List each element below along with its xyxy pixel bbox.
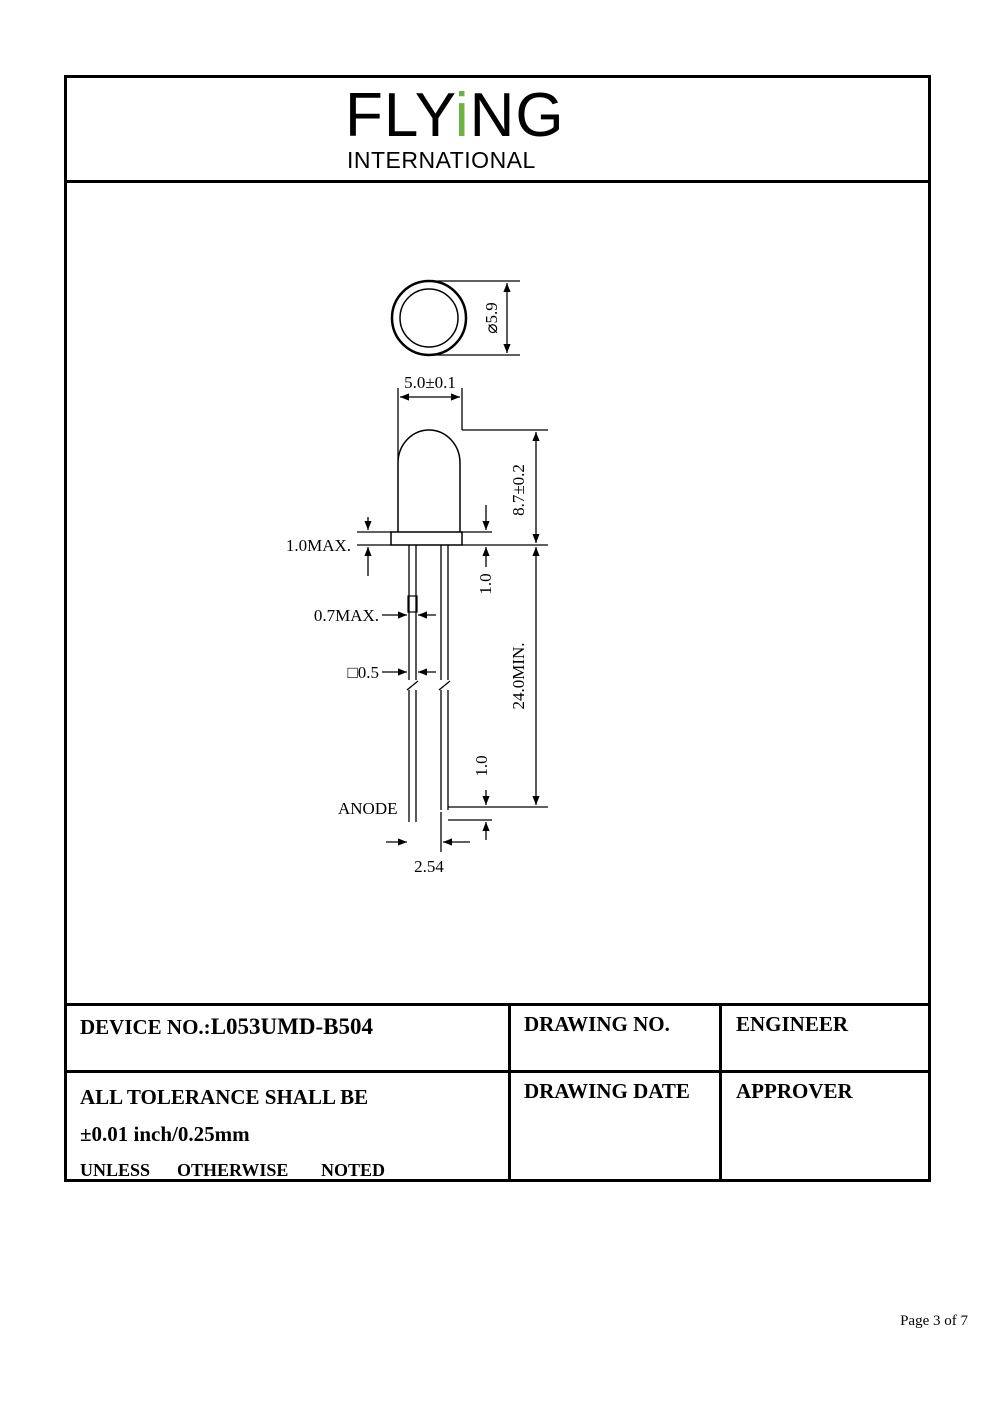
logo-subtitle: INTERNATIONAL	[347, 147, 536, 173]
lead-max-label: 0.7MAX.	[314, 606, 379, 625]
body-height-label: 8.7±0.2	[509, 464, 528, 516]
device-number: DEVICE NO.:L053UMD-B504	[80, 1014, 373, 1039]
drawing-number-label: DRAWING NO.	[524, 1012, 670, 1036]
lead-length-label: 24.0MIN.	[509, 642, 528, 709]
tolerance-line-2: ±0.01 inch/0.25mm	[80, 1122, 250, 1146]
engineer-label: ENGINEER	[736, 1012, 849, 1036]
anode-label: ANODE	[338, 799, 398, 818]
approver-label: APPROVER	[736, 1079, 853, 1103]
table-divider-1	[508, 1003, 511, 1182]
flange-max-label: 1.0MAX.	[286, 536, 351, 555]
lead-square-label: □0.5	[347, 663, 379, 682]
header: FLYiNG INTERNATIONAL	[67, 78, 928, 183]
logo-wordmark: FLYiNG	[345, 81, 565, 150]
tolerance-noted: NOTED	[321, 1160, 386, 1180]
drawing-frame: FLYiNG INTERNATIONAL	[64, 75, 931, 1182]
title-block: DEVICE NO.:L053UMD-B504 DRAWING NO. ENGI…	[64, 1003, 931, 1182]
page-number: Page 3 of 7	[900, 1313, 968, 1329]
table-divider-2	[719, 1003, 722, 1182]
table-middle-border	[64, 1070, 931, 1073]
table-top-border	[64, 1003, 931, 1006]
diameter-label: ⌀5.9	[482, 302, 501, 334]
tolerance-line-1: ALL TOLERANCE SHALL BE	[80, 1085, 369, 1109]
flange-gap-label: 1.0	[476, 573, 495, 594]
led-side-view	[390, 429, 463, 822]
pitch-label: 2.54	[414, 857, 444, 876]
company-logo: FLYiNG INTERNATIONAL	[345, 84, 585, 174]
drawing-date-label: DRAWING DATE	[524, 1079, 690, 1103]
led-top-view	[390, 279, 520, 357]
tolerance-unless: UNLESS	[80, 1160, 151, 1180]
lens-width-label: 5.0±0.1	[404, 373, 456, 392]
lead-bottom-label: 1.0	[472, 755, 491, 776]
tolerance-otherwise: OTHERWISE	[177, 1160, 289, 1180]
